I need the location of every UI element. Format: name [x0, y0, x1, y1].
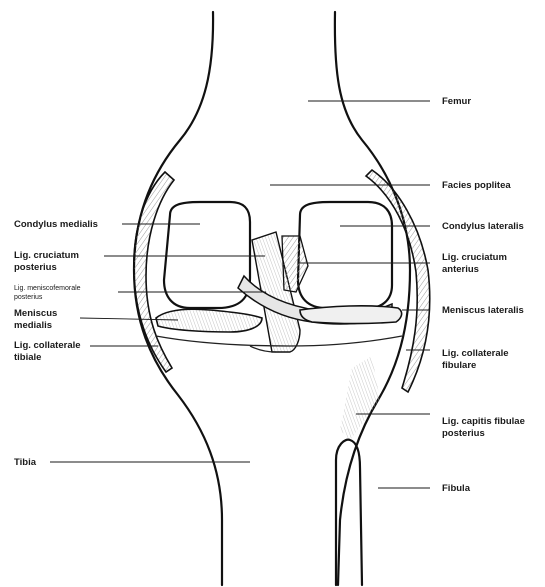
label-lig-capitis-fibulae-2: posterius — [442, 428, 485, 439]
lig-capitis-fibulae-shape — [340, 356, 380, 440]
leader-lines — [50, 101, 430, 488]
femur-outline-right — [335, 12, 410, 585]
label-condylus-lateralis: Condylus lateralis — [442, 221, 524, 232]
label-femur: Femur — [442, 96, 471, 107]
lig-cruciatum-anterius-shape — [282, 236, 308, 292]
medial-collateral-ligament — [134, 172, 174, 372]
label-lig-collaterale-tibiale-1: Lig. collaterale — [14, 340, 81, 351]
label-lig-collaterale-fibulare-2: fibulare — [442, 360, 476, 371]
label-lig-cruciatum-posterius-2: posterius — [14, 262, 57, 273]
label-meniscus-medialis-1: Meniscus — [14, 308, 57, 319]
label-lig-collaterale-tibiale-2: tibiale — [14, 352, 41, 363]
label-meniscus-lateralis: Meniscus lateralis — [442, 305, 524, 316]
label-condylus-medialis: Condylus medialis — [14, 219, 98, 230]
label-lig-cruciatum-anterius-2: anterius — [442, 264, 479, 275]
label-tibia: Tibia — [14, 457, 37, 468]
label-lig-cruciatum-anterius-1: Lig. cruciatum — [442, 252, 507, 263]
meniscus-medialis-shape — [156, 309, 262, 332]
label-fibula: Fibula — [442, 483, 471, 494]
label-lig-collaterale-fibulare-1: Lig. collaterale — [442, 348, 509, 359]
label-lig-meniscofemorale-2: posterius — [14, 294, 43, 301]
label-lig-cruciatum-posterius-1: Lig. cruciatum — [14, 250, 79, 261]
label-lig-capitis-fibulae-1: Lig. capitis fibulae — [442, 416, 525, 427]
label-facies-poplitea: Facies poplitea — [442, 180, 511, 191]
label-lig-meniscofemorale-1: Lig. meniscofemorale — [14, 285, 81, 292]
label-meniscus-medialis-2: medialis — [14, 320, 52, 331]
meniscus-lateralis-shape — [300, 306, 402, 324]
condylus-lateralis-shape — [298, 202, 392, 308]
